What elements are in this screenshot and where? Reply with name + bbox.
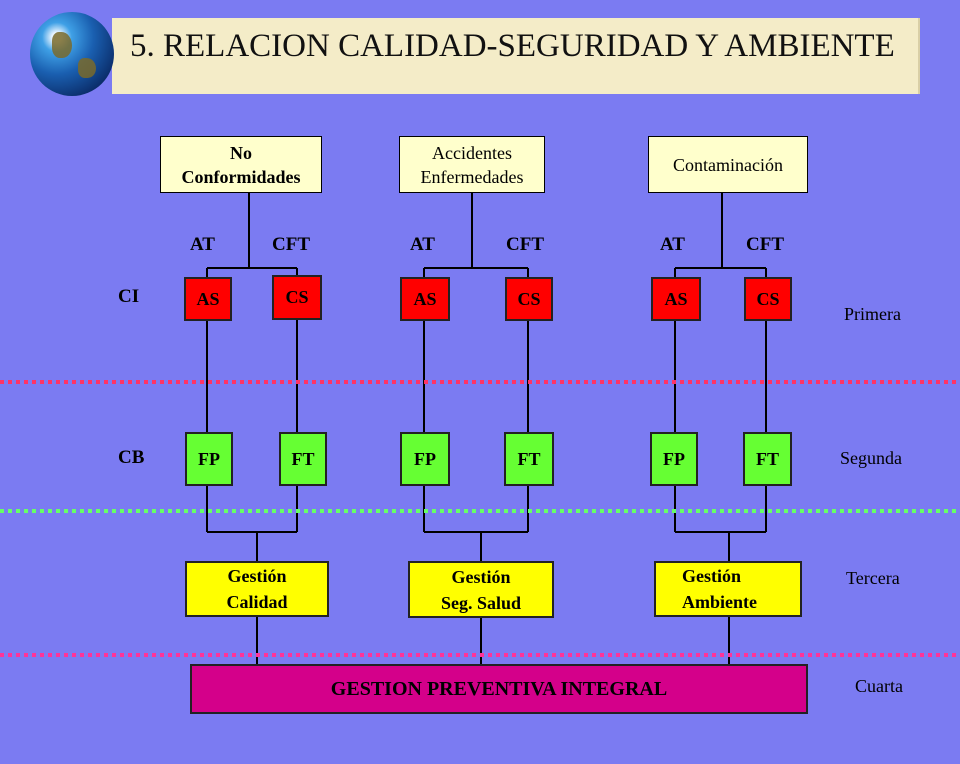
box-as-1: AS [184, 277, 232, 321]
row-label-cb: CB [118, 447, 145, 468]
source-line-1: No [230, 142, 252, 163]
gestion-line-1: Gestión [682, 566, 742, 586]
box-cs-3: CS [744, 277, 792, 321]
label-at-2: AT [410, 234, 435, 255]
page-title: 5. RELACION CALIDAD-SEGURIDAD Y AMBIENTE [130, 28, 895, 64]
source-box-contaminacion: Contaminación [648, 136, 808, 193]
source-box-accidentes: Accidentes Enfermedades [399, 136, 545, 193]
level-segunda: Segunda [840, 448, 902, 468]
source-line-2: Enfermedades [420, 166, 524, 187]
gestion-line-2: Calidad [226, 592, 288, 612]
box-cs-1: CS [272, 275, 322, 320]
gestion-line-1: Gestión [451, 566, 511, 587]
source-line-1: Accidentes [432, 142, 512, 163]
gestion-line-1: Gestión [227, 566, 287, 586]
box-ft-2: FT [504, 432, 554, 486]
box-gestion-seg-salud: Gestión Seg. Salud [408, 561, 554, 618]
box-ft-3: FT [743, 432, 792, 486]
box-gestion-ambiente: Gestión Ambiente [654, 561, 802, 617]
box-ft-1: FT [279, 432, 327, 486]
box-gestion-preventiva-integral: GESTION PREVENTIVA INTEGRAL [190, 664, 808, 714]
box-gestion-calidad: Gestión Calidad [185, 561, 329, 617]
box-cs-2: CS [505, 277, 553, 321]
level-tercera: Tercera [846, 568, 900, 588]
box-fp-3: FP [650, 432, 698, 486]
label-at-3: AT [660, 234, 685, 255]
box-fp-1: FP [185, 432, 233, 486]
gestion-line-2: Seg. Salud [440, 592, 522, 613]
label-cft-1: CFT [272, 234, 310, 255]
gestion-line-2: Ambiente [682, 592, 757, 612]
row-label-ci: CI [118, 286, 140, 307]
label-cft-2: CFT [506, 234, 544, 255]
level-cuarta: Cuarta [855, 676, 903, 696]
box-as-2: AS [400, 277, 450, 321]
box-as-3: AS [651, 277, 701, 321]
title-banner [112, 18, 920, 94]
globe-icon [30, 12, 114, 96]
level-primera: Primera [844, 304, 901, 324]
source-box-no-conformidades: No Conformidades [160, 136, 322, 193]
label-cft-3: CFT [746, 234, 784, 255]
box-fp-2: FP [400, 432, 450, 486]
label-at-1: AT [190, 234, 215, 255]
source-line-1: Contaminación [673, 154, 783, 175]
source-line-2: Conformidades [181, 166, 301, 187]
